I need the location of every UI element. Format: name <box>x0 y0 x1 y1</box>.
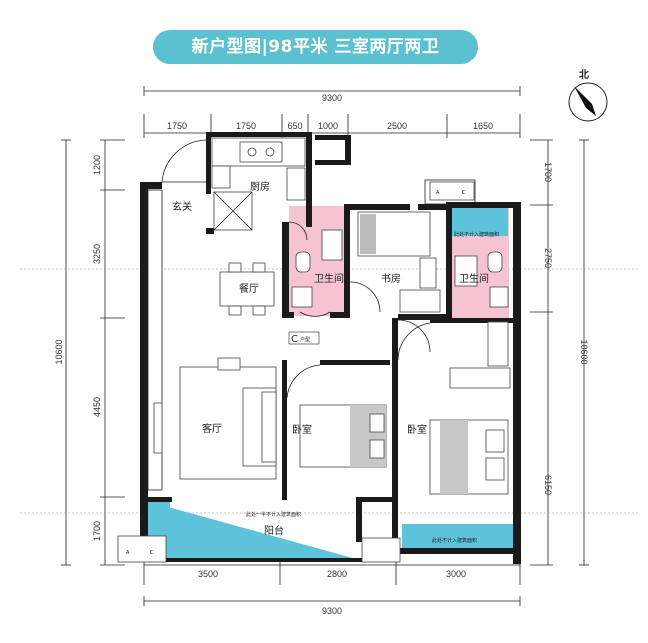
room-living: 客厅 <box>202 422 222 435</box>
blue-area-top <box>451 208 508 236</box>
plan-title: 新户型图|98平米 三室两厅两卫 <box>153 30 478 64</box>
dimension-texts: 9300 1750 1750 650 1000 2500 1650 3500 2… <box>54 93 589 616</box>
dim-top-1: 1750 <box>167 121 187 131</box>
blue-area-bottom <box>402 524 514 552</box>
dining-table <box>219 262 275 316</box>
note-area-balcony: 此处一半不计入建筑面积 <box>246 511 301 518</box>
svg-text:C: C <box>150 550 154 556</box>
room-bath-left: 卫生间 <box>314 272 344 285</box>
unit-type-letter: C <box>291 334 298 345</box>
svg-text:C: C <box>462 190 466 196</box>
svg-text:A: A <box>126 550 130 556</box>
north-arrow-icon: 北 <box>568 68 608 122</box>
dim-top-overall: 9300 <box>322 93 342 103</box>
dim-bottom-overall: 9300 <box>322 606 342 616</box>
kitchen-fixtures <box>211 137 306 231</box>
bedroom-right-furniture <box>429 321 511 495</box>
room-bath-right: 卫生间 <box>459 272 489 285</box>
dim-bottom-1: 3500 <box>198 569 218 579</box>
dim-bottom-2: 2800 <box>327 569 347 579</box>
room-bedroom-right: 卧室 <box>407 423 427 436</box>
compass-label: 北 <box>579 68 589 81</box>
balcony-half-area <box>150 502 360 560</box>
ac-units: A C A C <box>117 181 475 563</box>
doors <box>161 139 431 399</box>
dim-right-overall: 10600 <box>579 339 589 364</box>
svg-text:A: A <box>436 190 440 196</box>
note-area-top: 此处不计入建筑面积 <box>454 231 499 238</box>
bedroom-mid-furniture <box>299 404 387 468</box>
dim-bottom-3: 3000 <box>446 569 466 579</box>
room-balcony: 阳台 <box>264 524 284 537</box>
room-entrance: 玄关 <box>172 200 192 213</box>
dim-left-1: 1200 <box>92 155 102 175</box>
bath-fixtures <box>291 229 509 308</box>
dim-top-6: 1650 <box>473 121 493 131</box>
dim-top-3: 650 <box>287 121 302 131</box>
dim-right-1: 1700 <box>543 162 553 182</box>
dim-top-5: 2500 <box>387 121 407 131</box>
room-labels: 玄关 厨房 餐厅 卫生间 书房 卫生间 客厅 卧室 卧室 阳台 <box>172 180 489 537</box>
dim-right-2: 2750 <box>543 248 553 268</box>
room-kitchen: 厨房 <box>250 180 270 193</box>
unit-type-suffix: 户型 <box>300 336 310 343</box>
living-furniture <box>153 357 277 480</box>
dim-left-4: 1700 <box>92 521 102 541</box>
dim-top-4: 1000 <box>318 121 338 131</box>
dim-left-overall: 10600 <box>54 339 64 364</box>
dim-left-3: 4450 <box>92 397 102 417</box>
dim-top-2: 1750 <box>236 121 256 131</box>
room-dining: 餐厅 <box>239 282 259 295</box>
study-furniture <box>357 211 441 313</box>
dim-right-3: 6150 <box>543 475 553 495</box>
room-study: 书房 <box>381 272 401 285</box>
note-area-bottom: 此处不计入建筑面积 <box>432 537 477 544</box>
room-bedroom-mid: 卧室 <box>292 423 312 436</box>
unit-type-label: C 户型 <box>288 331 320 345</box>
dim-left-2: 3250 <box>92 244 102 264</box>
